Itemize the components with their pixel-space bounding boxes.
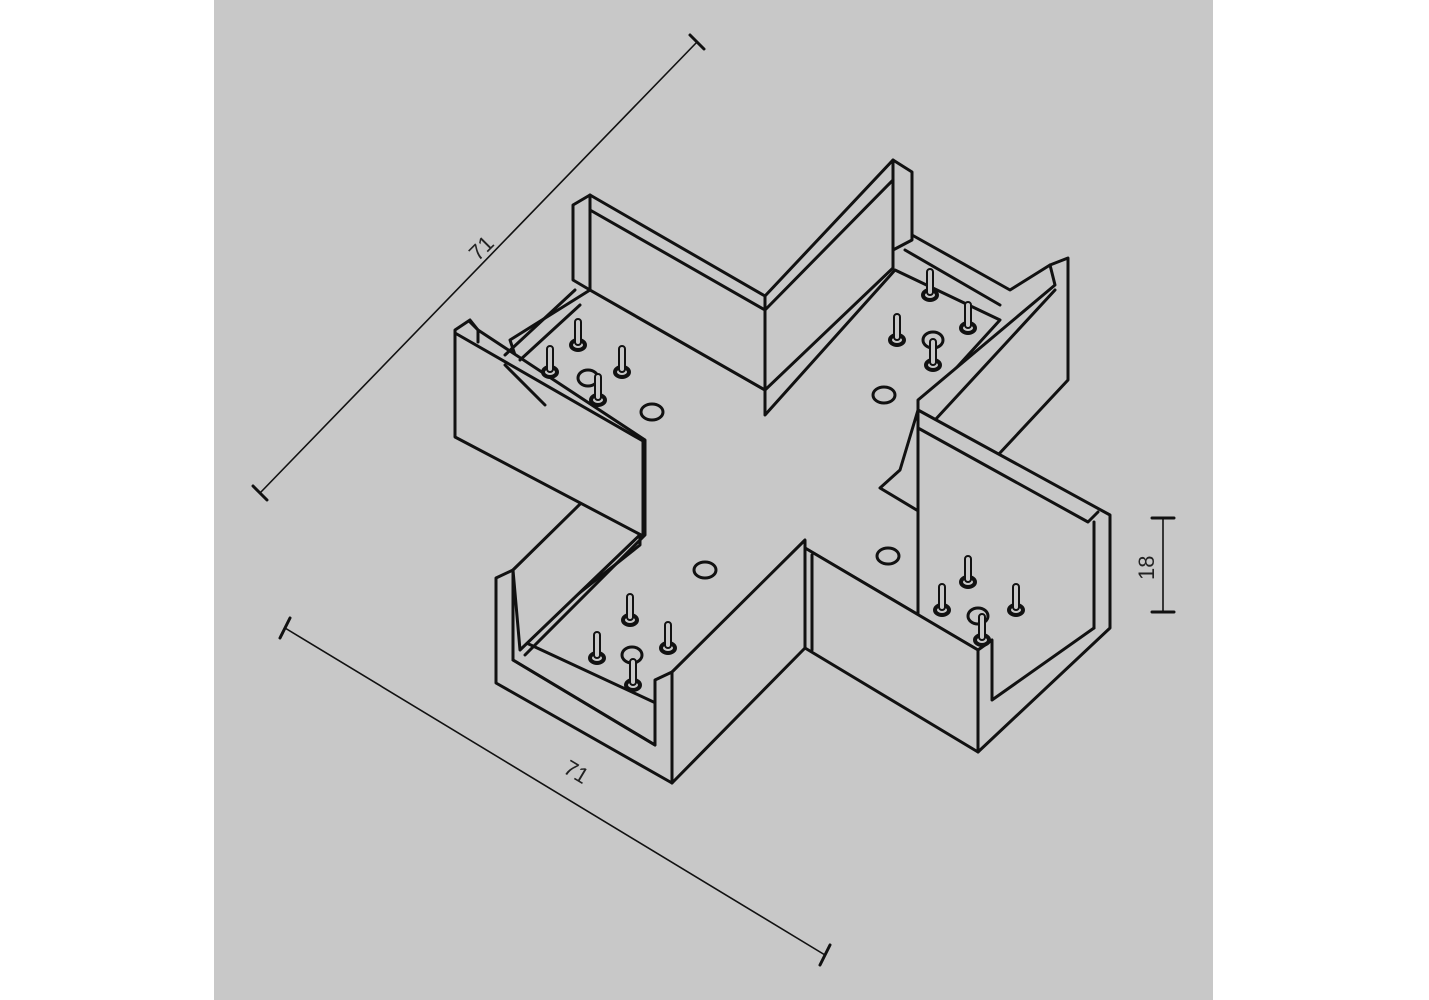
pin (1007, 583, 1025, 617)
hole (692, 560, 718, 580)
contact-pins (541, 268, 1025, 692)
mounting-holes (639, 385, 901, 580)
pin (624, 658, 642, 692)
pin (959, 301, 977, 335)
hole (875, 546, 901, 566)
pin (924, 338, 942, 372)
pin (613, 345, 631, 379)
hole (871, 385, 897, 405)
dimension-label-height: 18 (1134, 556, 1159, 580)
pin (973, 613, 991, 647)
pin (569, 318, 587, 352)
pin (888, 313, 906, 347)
dimension-label-bottom: 71 (559, 755, 593, 789)
pin (541, 345, 559, 379)
pin (921, 268, 939, 302)
pin (589, 373, 607, 407)
pin (933, 583, 951, 617)
pin (959, 555, 977, 589)
connector-body (453, 158, 1112, 785)
hole (639, 402, 665, 422)
pin (588, 631, 606, 665)
pin (621, 593, 639, 627)
dimension-height: 18 (1134, 516, 1176, 614)
dimension-label-top: 71 (464, 231, 499, 266)
pin (659, 621, 677, 655)
